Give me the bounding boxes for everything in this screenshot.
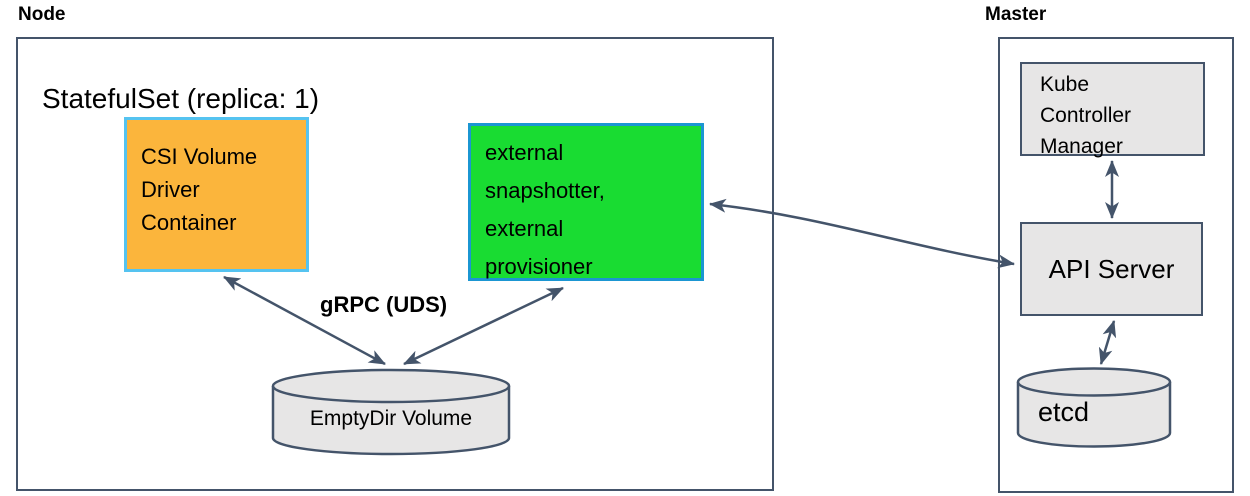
- csi-box-line: Container: [141, 210, 237, 235]
- sidecar-box-line: external: [485, 216, 564, 241]
- sidecar-box-line: provisioner: [485, 254, 593, 279]
- sidecar-box-line: external: [485, 140, 564, 165]
- kube-controller-manager-box: Kube Controller Manager: [1020, 62, 1205, 158]
- kcm-box-line: Manager: [1040, 135, 1123, 158]
- csi-box-line: Driver: [141, 177, 200, 202]
- kcm-box-line: Controller: [1040, 104, 1132, 127]
- etcd-label: etcd: [1038, 397, 1090, 427]
- kcm-box-line: Kube: [1040, 73, 1090, 96]
- master-section-label: Master: [985, 4, 1047, 25]
- statefulset-title: StatefulSet (replica: 1): [42, 83, 320, 114]
- csi-box-line: CSI Volume: [141, 144, 258, 169]
- api-server-label: API Server: [1048, 253, 1175, 284]
- api-server-box: API Server: [1020, 222, 1203, 316]
- csi-volume-driver-container-box: CSI Volume Driver Container: [124, 117, 309, 272]
- external-sidecars-box: external snapshotter, external provision…: [468, 123, 704, 281]
- sidecar-box-line: snapshotter,: [485, 178, 605, 203]
- node-section-label: Node: [18, 4, 66, 25]
- grpc-uds-label: gRPC (UDS): [320, 292, 448, 317]
- emptydir-volume-label: EmptyDir Volume: [309, 407, 473, 430]
